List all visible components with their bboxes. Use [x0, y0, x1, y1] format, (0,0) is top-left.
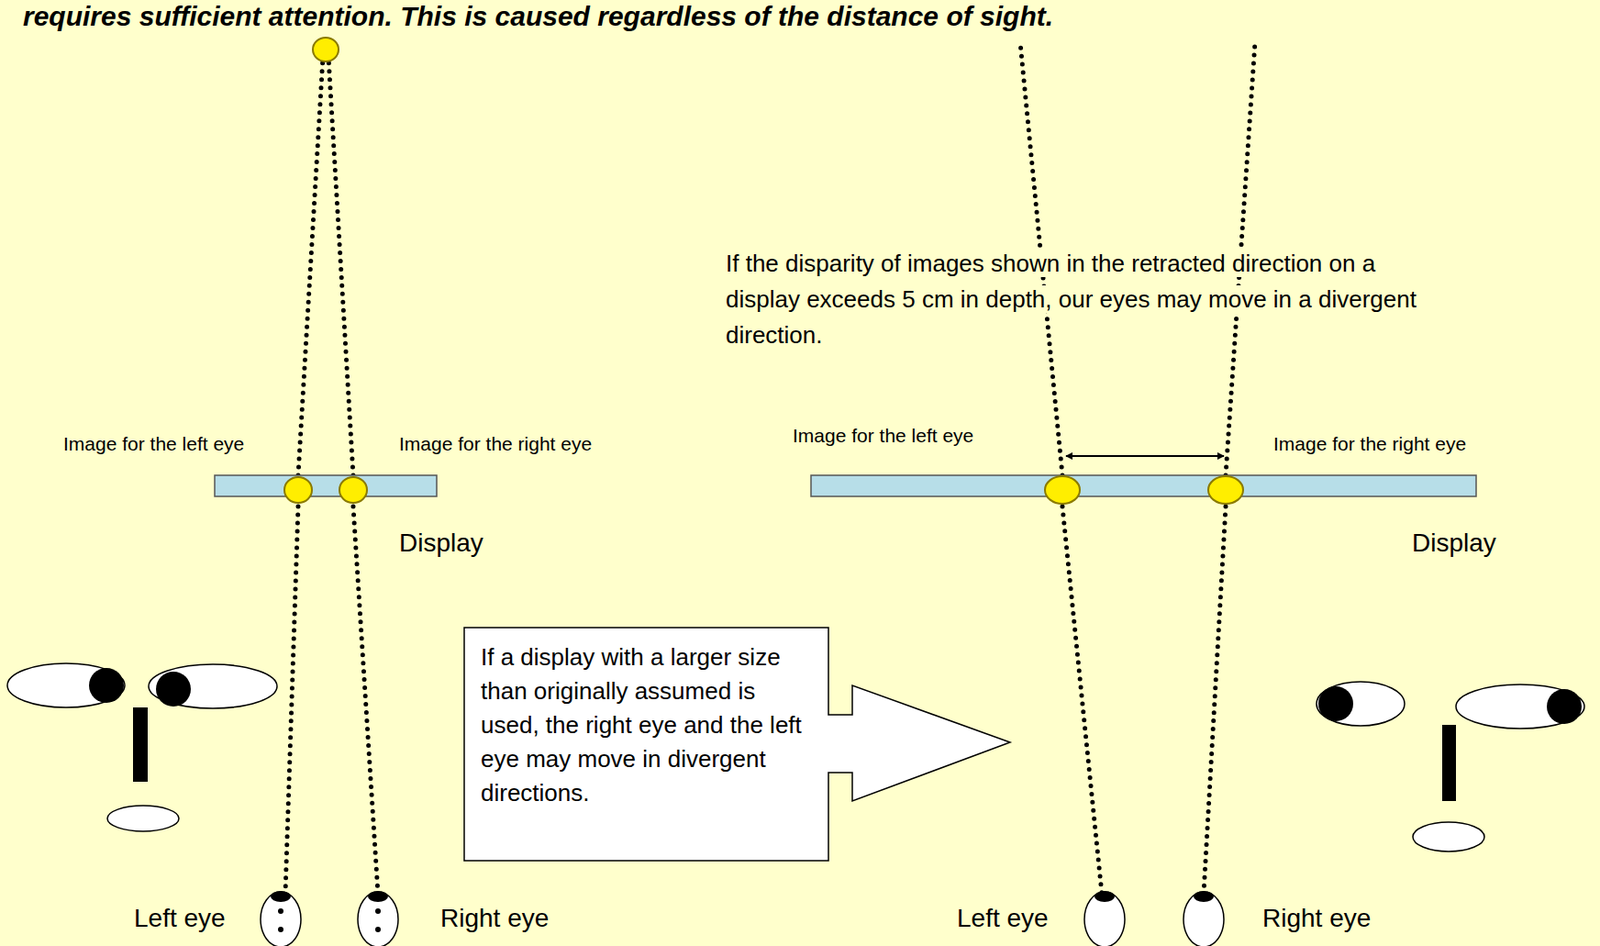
sight-line: [353, 506, 378, 894]
heading-fragment: requires sufficient attention. This is c…: [22, 0, 1054, 32]
callout-box: If a display with a larger size than ori…: [464, 627, 829, 861]
face-pupil: [1318, 686, 1354, 722]
face-converged: [7, 663, 278, 832]
eyeball: [1084, 891, 1125, 946]
pupil: [1094, 890, 1115, 902]
callout-layer: [464, 627, 1011, 861]
pupil: [1193, 890, 1214, 902]
eyeball: [260, 891, 301, 946]
image-dot: [1044, 476, 1080, 504]
sight-line: [1203, 506, 1226, 894]
label-wrap: Image for the right eye: [399, 432, 592, 456]
face-eye: [7, 663, 125, 708]
eyeball: [357, 891, 399, 946]
disparity-arrow: [1066, 455, 1224, 457]
sight-line: [1062, 506, 1102, 894]
face-pupil: [88, 667, 124, 703]
image-dot: [1208, 476, 1244, 504]
note-text: If the disparity of images shown in the …: [725, 249, 1417, 349]
label-wrap: Left eye: [133, 902, 226, 934]
eye-label: Left eye: [133, 903, 226, 933]
sight-line: [328, 56, 354, 476]
image-label: Image for the left eye: [63, 433, 245, 455]
label-wrap: Display: [1411, 527, 1497, 559]
image-dot: [284, 477, 312, 503]
sight-line: [285, 506, 299, 894]
label-wrap: Image for the right eye: [1273, 432, 1467, 456]
eyeball: [1183, 891, 1224, 946]
face-eye: [1455, 684, 1585, 729]
eye-dot: [277, 908, 284, 914]
callout-outline: [464, 627, 1011, 861]
label-wrap: Image for the left eye: [792, 423, 974, 447]
pupil: [367, 890, 389, 902]
eye-dot: [277, 926, 284, 933]
label-wrap: Right eye: [440, 902, 549, 934]
image-label: Image for the right eye: [399, 433, 592, 455]
eye-label: Right eye: [1262, 903, 1371, 933]
display-bar: [811, 475, 1477, 497]
face-pupil: [155, 671, 191, 707]
face-eye: [148, 664, 278, 709]
image-dot: [339, 477, 367, 503]
face-pupil: [1546, 688, 1582, 724]
display-label: Display: [1411, 528, 1497, 557]
eye-dot: [375, 908, 381, 914]
label-wrap: requires sufficient attention. This is c…: [22, 0, 1054, 34]
label-wrap: If the disparity of images shown in the …: [725, 245, 1433, 354]
face-diverged: [1316, 681, 1585, 852]
callout-text: If a display with a larger size than ori…: [480, 640, 812, 811]
sight-line: [298, 56, 323, 476]
face-nose: [133, 707, 148, 782]
eye-dot: [375, 926, 381, 933]
label-wrap: Display: [399, 527, 484, 559]
face-mouth: [1412, 822, 1485, 852]
label-wrap: Right eye: [1262, 902, 1371, 934]
image-label: Image for the left eye: [792, 424, 974, 446]
fusion-dot: [312, 37, 339, 62]
eye-label: Right eye: [440, 903, 549, 933]
eye-label: Left eye: [956, 903, 1049, 933]
pupil: [270, 890, 291, 902]
display-label: Display: [399, 528, 484, 557]
image-label: Image for the right eye: [1273, 433, 1467, 455]
label-wrap: Image for the left eye: [63, 432, 245, 456]
display-bar: [214, 475, 437, 497]
face-mouth: [107, 805, 179, 832]
label-wrap: Left eye: [956, 902, 1049, 934]
face-nose: [1442, 724, 1456, 801]
face-eye: [1316, 681, 1405, 726]
